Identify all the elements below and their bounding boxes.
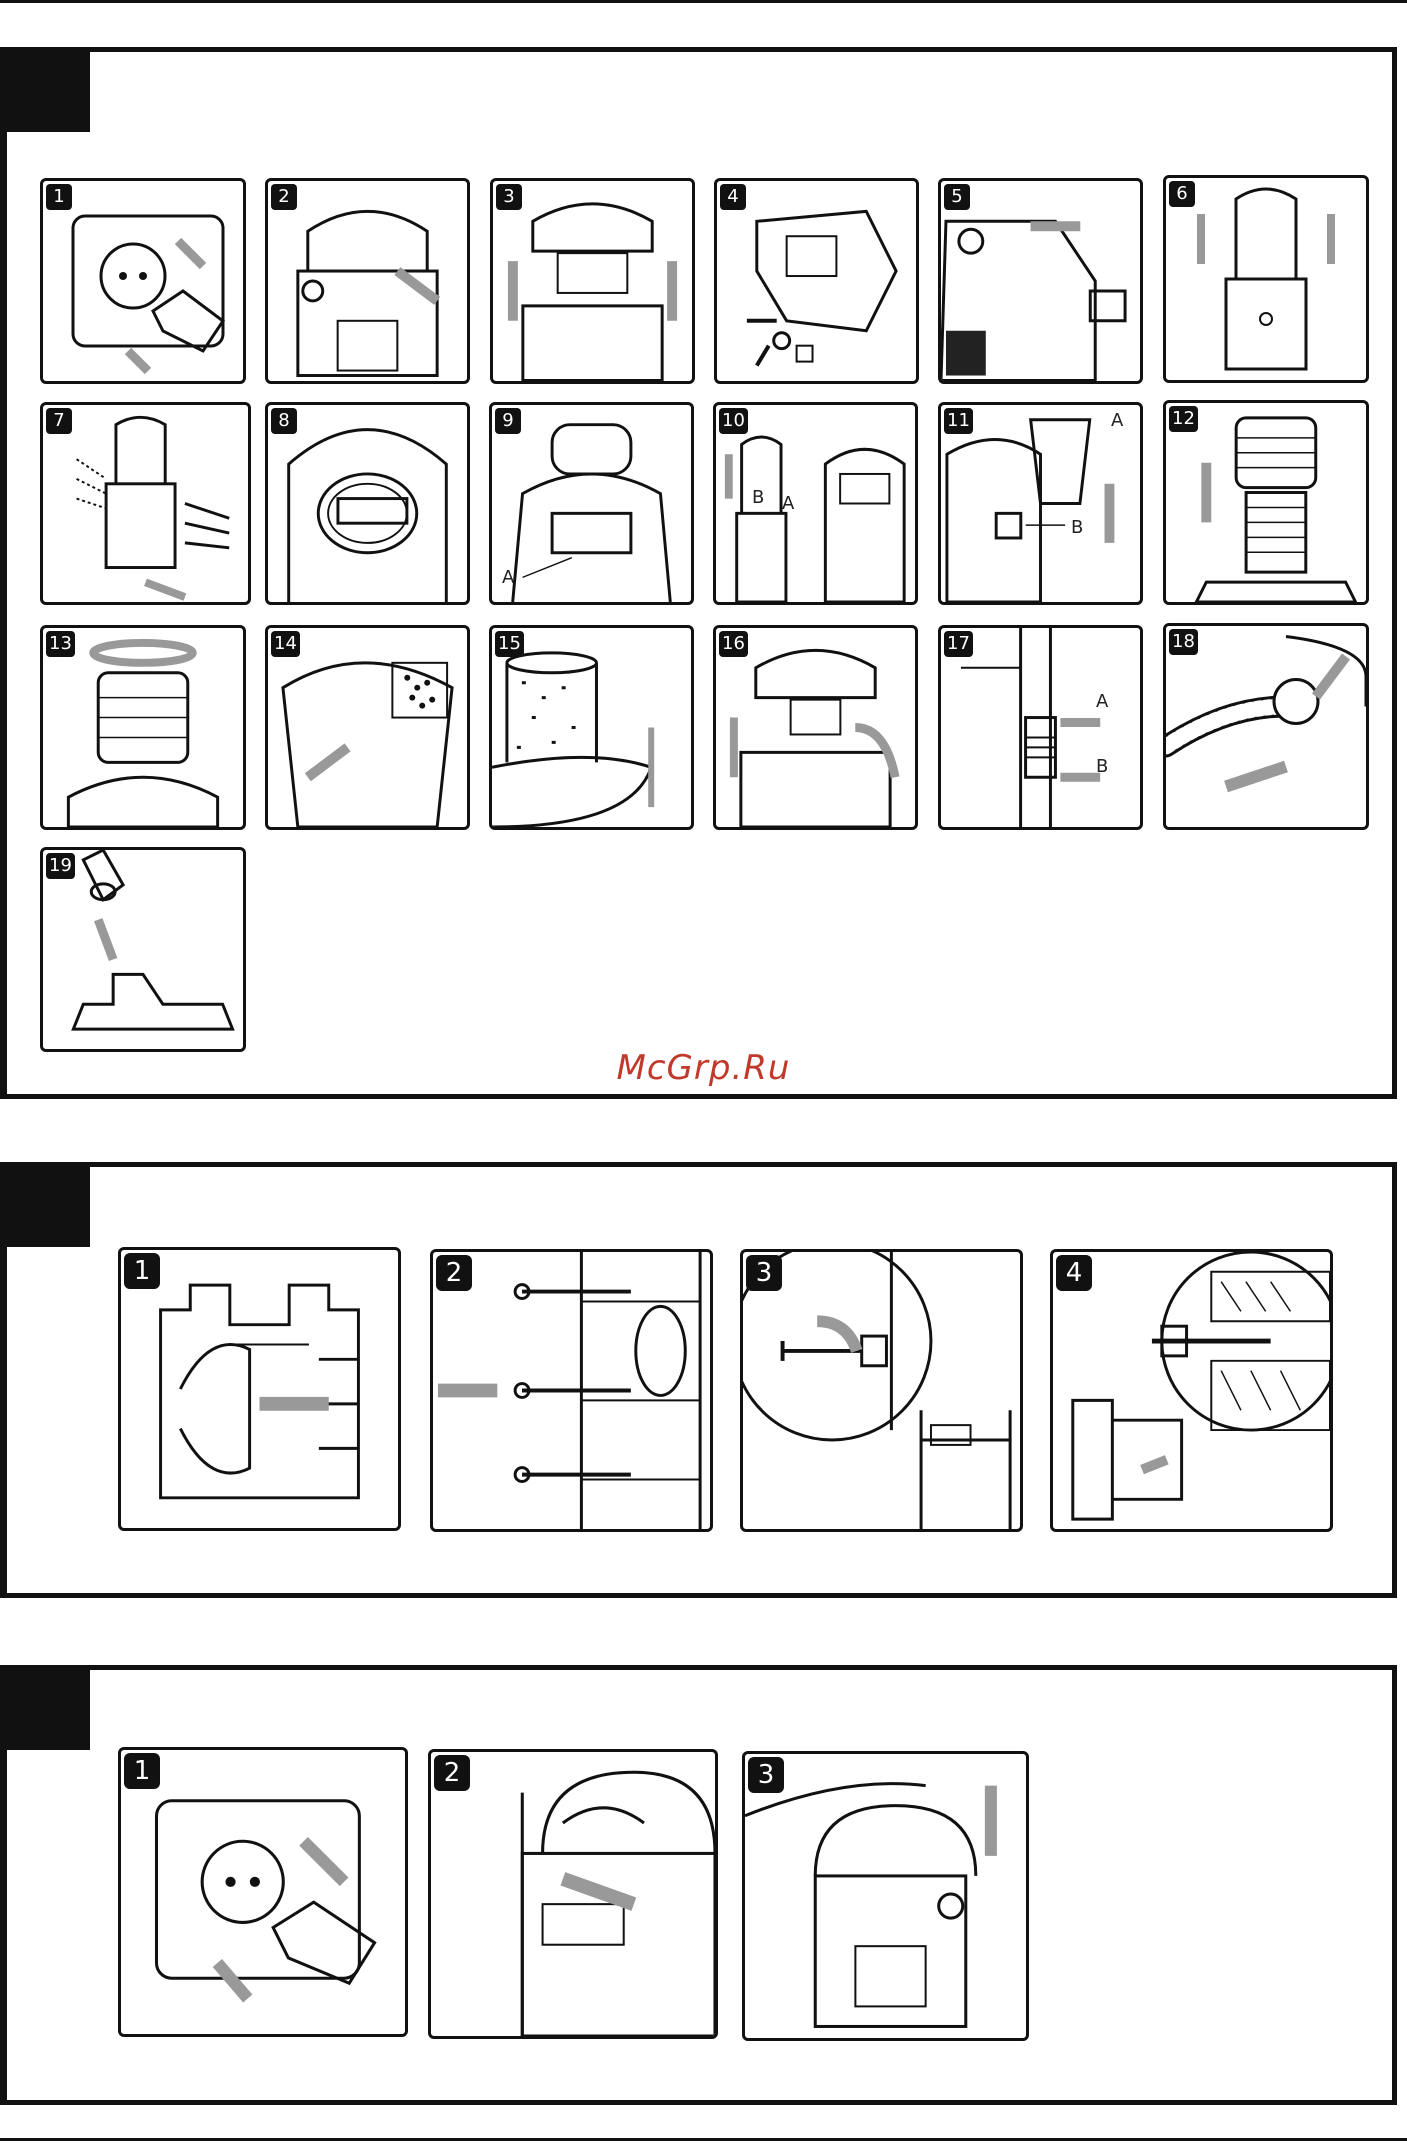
- callout-b: B: [752, 487, 764, 508]
- unplug-icon: [43, 181, 243, 381]
- a-panel-17: 17 A B: [938, 625, 1143, 830]
- unplug-icon: [121, 1750, 405, 2034]
- wall-bracket-icon: [121, 1250, 398, 1528]
- wall-anchor-section-icon: [1053, 1252, 1330, 1529]
- step-number: 12: [1169, 406, 1198, 432]
- filter-clip-icon: [941, 405, 1140, 602]
- lift-head-icon: [493, 181, 692, 381]
- anchor-detail-icon: [743, 1252, 1020, 1529]
- a-panel-6: 6: [1163, 175, 1369, 383]
- close-latch-icon: [716, 628, 915, 827]
- a-panel-9: 9 A: [489, 402, 694, 605]
- a-panel-19: 19: [40, 847, 246, 1052]
- a-panel-12: 12: [1163, 400, 1369, 605]
- a-panel-1: 1: [40, 178, 246, 384]
- step-number: 18: [1169, 629, 1198, 655]
- a-panel-13: 13: [40, 625, 246, 830]
- step-number: 1: [124, 1753, 160, 1789]
- callout-b: B: [1096, 756, 1108, 777]
- step-number: 2: [436, 1255, 472, 1291]
- callout-a: A: [782, 493, 794, 514]
- c-panel-1: 1: [118, 1747, 408, 2037]
- step-number: 13: [46, 631, 75, 657]
- step-number: 2: [434, 1755, 470, 1791]
- b-panel-2: 2: [430, 1249, 713, 1532]
- c-panel-3: 3: [742, 1751, 1029, 2041]
- step-number: 1: [46, 184, 72, 210]
- step-number: 8: [271, 408, 297, 434]
- callout-a: A: [502, 567, 514, 588]
- foam-filter-icon: [492, 628, 691, 827]
- bottom-rule: [0, 2138, 1407, 2141]
- a-panel-14: 14: [265, 625, 470, 830]
- c-panel-2: 2: [428, 1749, 718, 2039]
- section-a-corner-tab: [0, 47, 90, 132]
- filter-rotate-icon: [43, 628, 243, 827]
- handle-bracket-icon: [1166, 178, 1366, 380]
- step-number: 7: [46, 408, 72, 434]
- step-number: 15: [495, 631, 524, 657]
- b-panel-1: 1: [118, 1247, 401, 1531]
- a-panel-10: 10 B A: [713, 402, 918, 605]
- step-number: 2: [271, 184, 297, 210]
- step-number: 14: [271, 631, 300, 657]
- step-number: 19: [46, 853, 75, 879]
- step-number: 3: [746, 1255, 782, 1291]
- callout-b: B: [1071, 517, 1083, 538]
- cord-wrap-icon: [268, 405, 467, 602]
- vacuum-front-icon: [492, 405, 691, 602]
- hose-storage-icon: [941, 628, 1140, 827]
- step-number: 10: [719, 408, 748, 434]
- connect-hose-icon: [1166, 626, 1366, 827]
- step-number: 17: [944, 631, 973, 657]
- empty-debris-icon: [268, 628, 467, 827]
- step-number: 16: [719, 631, 748, 657]
- wall-mount-screws-icon: [433, 1252, 710, 1529]
- step-number: 5: [944, 184, 970, 210]
- accessories-unpack-icon: [717, 181, 916, 381]
- step-number: 1: [124, 1253, 160, 1289]
- callout-a: A: [1096, 691, 1108, 712]
- section-c-corner-tab: [0, 1665, 90, 1750]
- watermark: McGrp.Ru: [0, 1048, 1407, 1088]
- release-latch-icon: [431, 1752, 715, 2036]
- floor-nozzle-icon: [43, 850, 243, 1049]
- step-number: 3: [496, 184, 522, 210]
- a-panel-11: 11 A B: [938, 402, 1143, 605]
- a-panel-15: 15: [489, 625, 694, 830]
- filter-install-icon: [1166, 403, 1366, 602]
- b-panel-4: 4: [1050, 1249, 1333, 1532]
- a-panel-18: 18: [1163, 623, 1369, 830]
- callout-a: A: [1111, 410, 1123, 431]
- vacuum-latch-open-icon: [268, 181, 467, 381]
- lift-off-wall-icon: [745, 1754, 1026, 2038]
- a-panel-5: 5: [938, 178, 1143, 384]
- step-number: 6: [1169, 181, 1195, 207]
- step-number: 4: [720, 184, 746, 210]
- a-panel-7: 7: [40, 402, 251, 605]
- top-rule: [0, 0, 1407, 3]
- b-panel-3: 3: [740, 1249, 1023, 1532]
- a-panel-8: 8: [265, 402, 470, 605]
- mount-bracket-icon: [716, 405, 915, 602]
- a-panel-16: 16: [713, 625, 918, 830]
- a-panel-2: 2: [265, 178, 470, 384]
- section-b-corner-tab: [0, 1162, 90, 1247]
- step-number: 4: [1056, 1255, 1092, 1291]
- screw-bracket-icon: [43, 405, 248, 602]
- a-panel-4: 4: [714, 178, 919, 384]
- step-number: 11: [944, 408, 973, 434]
- step-number: 9: [495, 408, 521, 434]
- insert-hose-icon: [941, 181, 1140, 381]
- a-panel-3: 3: [490, 178, 695, 384]
- step-number: 3: [748, 1757, 784, 1793]
